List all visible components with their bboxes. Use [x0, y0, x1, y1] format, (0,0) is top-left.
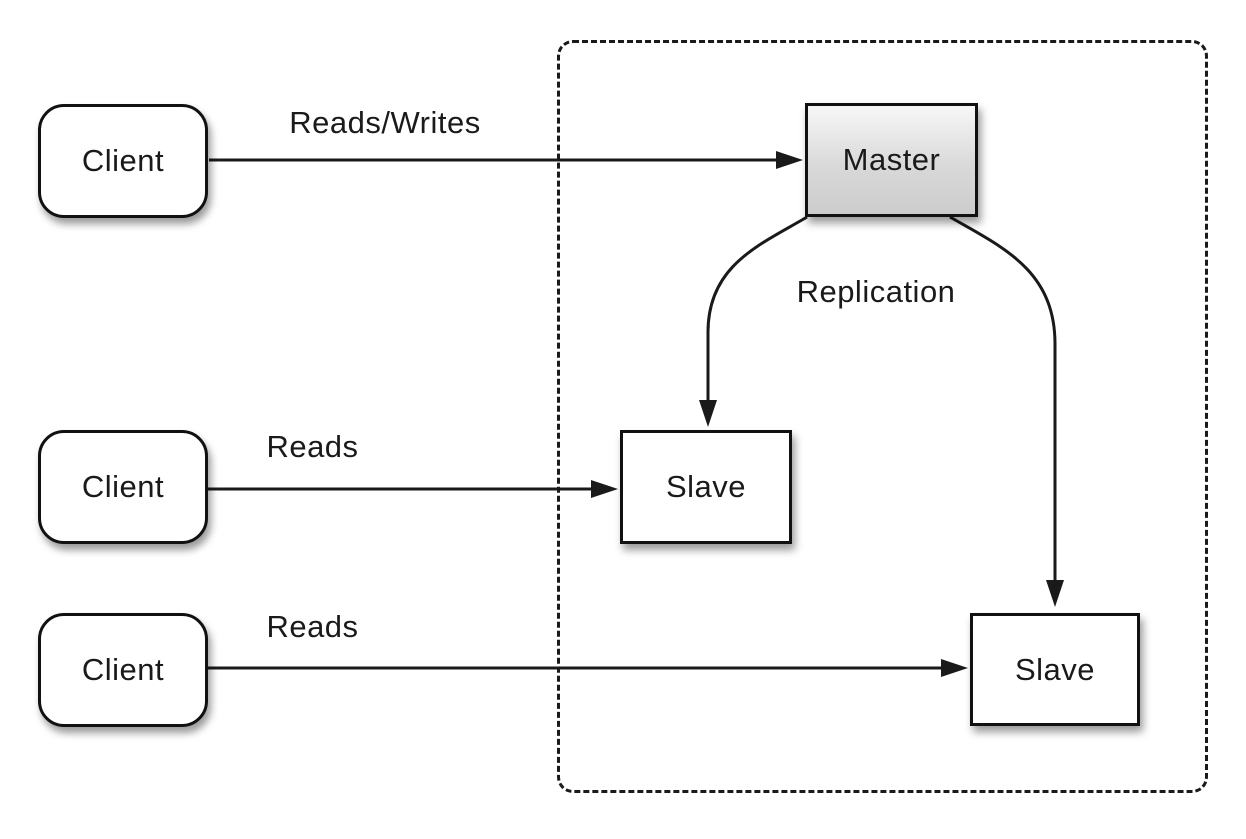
node-master-label: Master	[842, 142, 941, 177]
edge-master-slave2-arrowhead-icon	[1046, 580, 1064, 607]
node-client-1-label: Client	[81, 143, 165, 178]
edge-master-slave1-arrowhead-icon	[699, 400, 717, 427]
node-slave-1-label: Slave	[665, 469, 747, 504]
replication-group-boundary	[557, 40, 1208, 793]
node-client-2-label: Client	[81, 469, 165, 504]
node-client-2: Client	[38, 430, 208, 544]
edge-label-reads-slave1: Reads	[266, 429, 359, 464]
edge-label-reads-slave2: Reads	[266, 609, 359, 644]
node-slave-2: Slave	[970, 613, 1140, 726]
edge-master-slave2-curve	[949, 215, 1057, 582]
node-client-3-label: Client	[81, 652, 165, 687]
edge-label-replication: Replication	[796, 274, 956, 309]
edge-client3-slave2-arrowhead-icon	[941, 659, 968, 677]
node-client-3: Client	[38, 613, 208, 727]
edge-label-reads-writes: Reads/Writes	[289, 105, 481, 140]
edge-master-slave1-curve	[706, 215, 808, 402]
node-slave-2-label: Slave	[1014, 651, 1096, 687]
node-slave-1: Slave	[620, 430, 792, 544]
edge-client1-master-arrowhead-icon	[776, 151, 803, 169]
node-client-1: Client	[38, 104, 208, 218]
node-master: Master	[805, 103, 978, 217]
edge-client2-slave1-arrowhead-icon	[591, 480, 618, 498]
